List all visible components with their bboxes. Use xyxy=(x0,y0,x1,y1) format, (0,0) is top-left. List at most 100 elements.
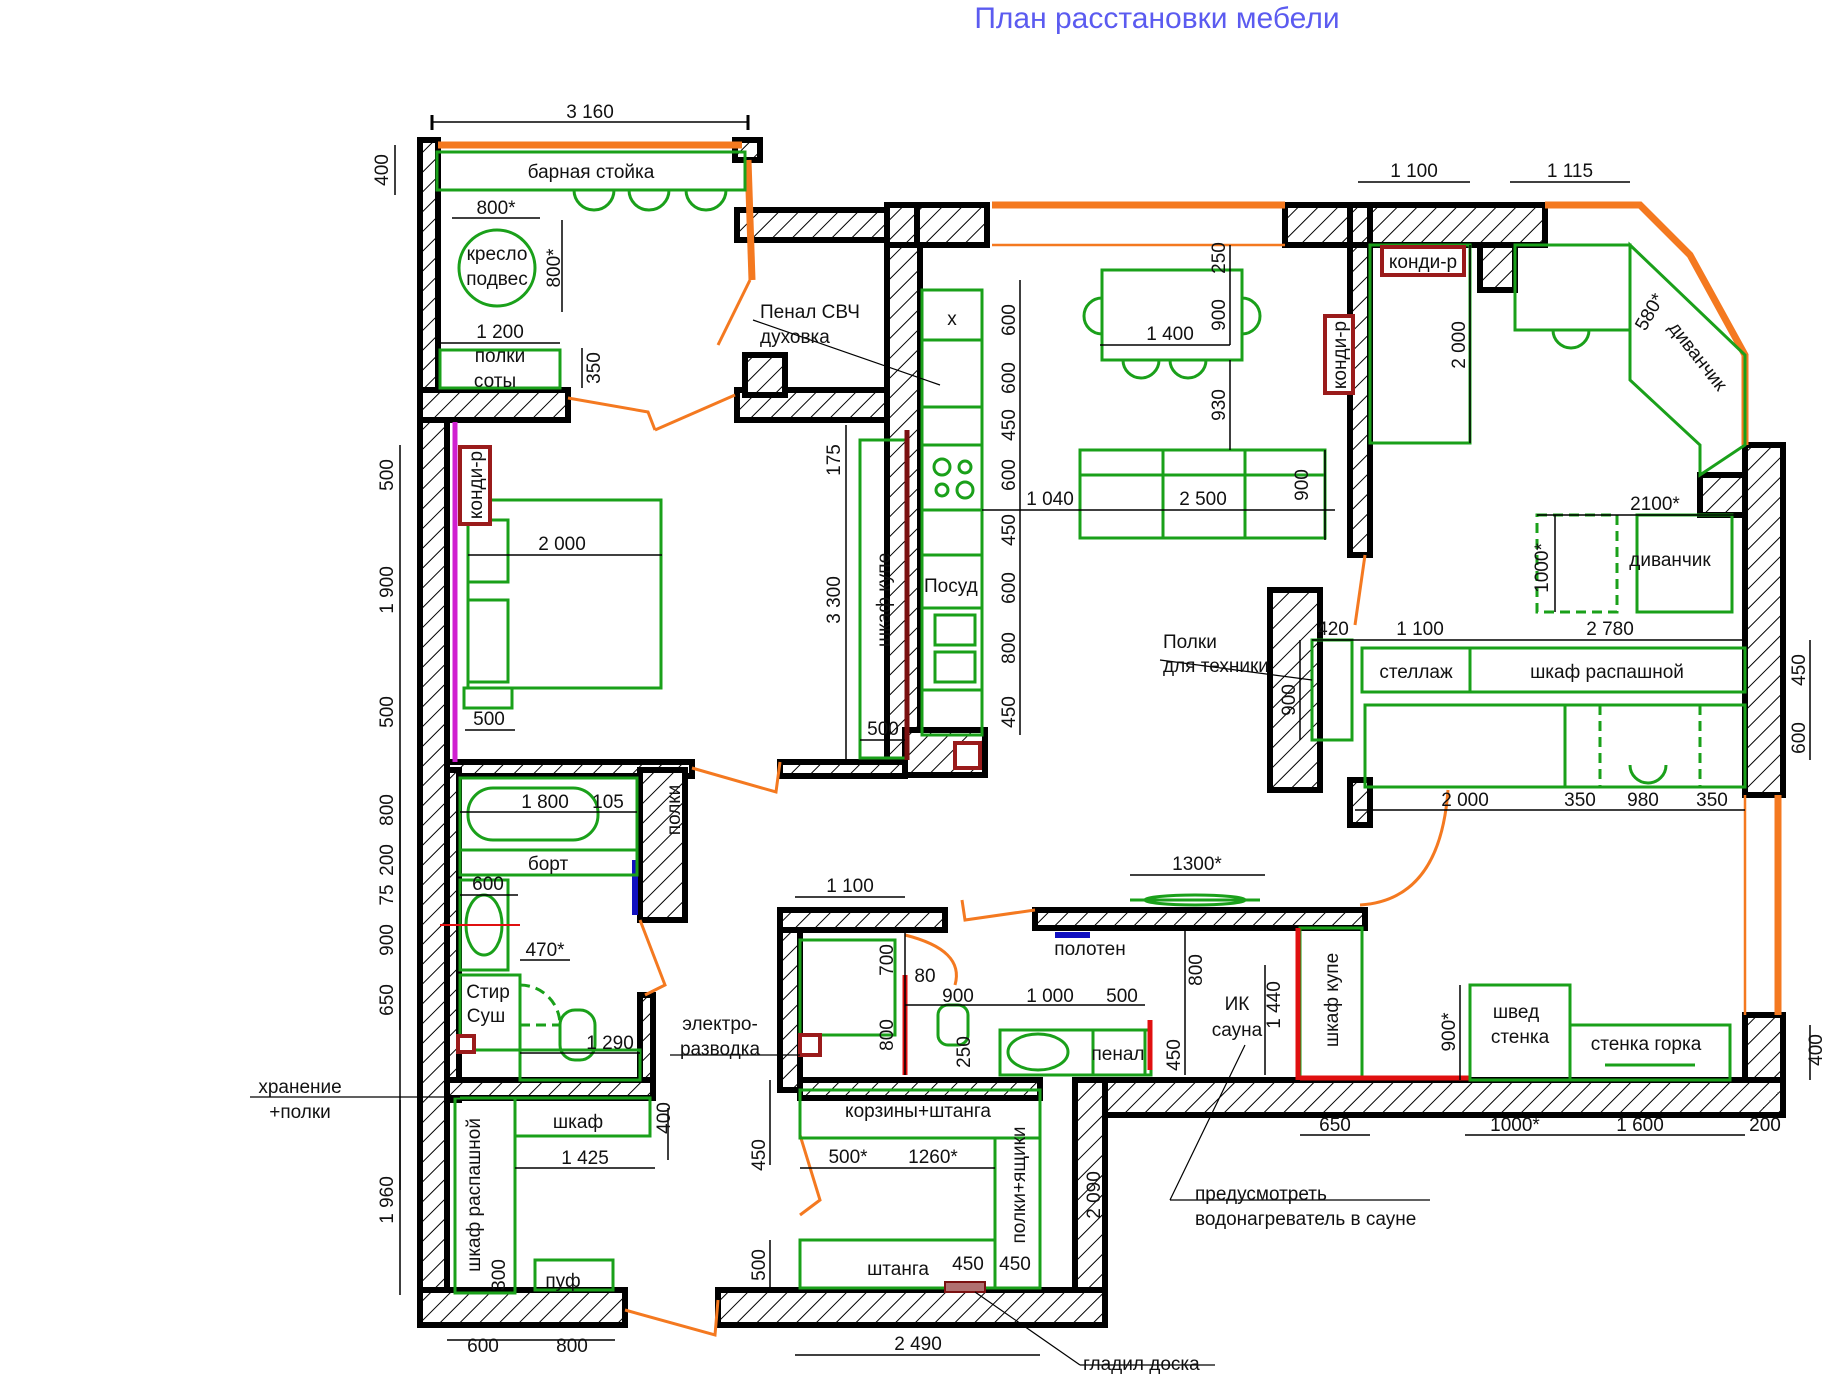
bar-counter xyxy=(435,150,747,192)
dimension-label: 600 xyxy=(1789,722,1810,754)
dimension-label: 800 xyxy=(999,632,1020,664)
dimension-label: 1 100 xyxy=(1390,161,1438,182)
dimension-label: 1 000 xyxy=(1026,986,1074,1007)
dimension-label: 1 400 xyxy=(1146,324,1194,345)
dimension-label: 420 xyxy=(1317,619,1349,640)
dimension-label: 600 xyxy=(999,572,1020,604)
wall-kitchen-top xyxy=(914,202,990,248)
dimension-label: 3 160 xyxy=(566,102,614,123)
baskets xyxy=(798,1088,1042,1140)
dimension-label: 900* xyxy=(1439,1012,1460,1052)
wall-corridor-top xyxy=(777,759,908,779)
dimension-label: 500 xyxy=(473,709,505,730)
dimension-label: 350 xyxy=(584,352,605,384)
sink-counter xyxy=(998,1028,1147,1077)
dimension-label: 1 100 xyxy=(1396,619,1444,640)
dimension-label: 2 000 xyxy=(538,534,586,555)
dimension-label: 600 xyxy=(467,1336,499,1357)
label-cond-bedroom: конди-р xyxy=(466,451,487,519)
label-wiring-2: разводка xyxy=(680,1039,760,1060)
label-bar: барная стойка xyxy=(528,162,655,183)
dimension-label: 900 xyxy=(377,924,398,956)
label-armchair-2: подвес xyxy=(466,269,527,290)
label-dishes: Посуд xyxy=(924,576,978,597)
bar-stool xyxy=(627,189,671,212)
wall-hall-top xyxy=(734,207,890,243)
dimension-labels: 3 160 400 800* 800* 1 200 350 500 1 900 … xyxy=(372,102,1827,1357)
wall-bath-bottom xyxy=(444,1077,656,1101)
label-shelves-tech-1: Полки xyxy=(1163,632,1217,653)
wall-kitchen-left xyxy=(884,202,923,778)
bar-stool xyxy=(572,189,616,212)
label-sauna-1: ИК xyxy=(1225,994,1250,1015)
dimension-label: 2 500 xyxy=(1179,489,1227,510)
dimension-label: 2 490 xyxy=(894,1334,942,1355)
dimension-label: 175 xyxy=(824,444,845,476)
wall-bath-right-top xyxy=(637,767,688,923)
label-towel: полотен xyxy=(1054,939,1125,960)
dimension-label: 900 xyxy=(1292,469,1313,501)
label-swedish-2: стенка xyxy=(1491,1027,1550,1048)
wall-hall-stub xyxy=(742,352,788,398)
svg-text:x: x xyxy=(947,309,957,330)
dimension-label: 600 xyxy=(472,874,504,895)
dimension-label: 350 xyxy=(1696,790,1728,811)
nightstand xyxy=(462,686,514,710)
label-heater-1: предусмотреть xyxy=(1195,1184,1327,1205)
dimension-label: 1 440 xyxy=(1264,981,1285,1029)
dimension-label: 800 xyxy=(877,1019,898,1051)
dimension-label: 1260* xyxy=(908,1147,958,1168)
label-sofa-small2: диванчик xyxy=(1629,550,1711,571)
label-shelves-1: полки xyxy=(475,346,525,367)
dimension-label: 500 xyxy=(377,696,398,728)
dimension-label: 1000* xyxy=(1532,543,1553,593)
dimension-label: 800* xyxy=(544,248,565,288)
dimension-label: 900 xyxy=(1279,684,1300,716)
wall-bedroom-top-left xyxy=(417,387,571,423)
label-shelves-tech-2: для техники xyxy=(1163,656,1269,677)
dimension-lines xyxy=(250,115,1811,1366)
label-heater-2: водонагреватель в сауне xyxy=(1195,1209,1416,1230)
dimension-label: 2 000 xyxy=(1441,790,1489,811)
label-bath-shelves: полки xyxy=(664,785,685,835)
wall-sauna-top xyxy=(1032,907,1368,931)
shelves-honeycomb xyxy=(438,348,562,390)
label-sauna-2: сауна xyxy=(1212,1020,1263,1041)
dimension-label: 450 xyxy=(999,514,1020,546)
dimension-label: 800 xyxy=(1186,954,1207,986)
dimension-label: 1 100 xyxy=(826,876,874,897)
label-swedish-1: швед xyxy=(1493,1002,1539,1023)
dimension-label: 580* xyxy=(1631,290,1669,335)
label-rack: стеллаж xyxy=(1379,662,1453,683)
dimension-label: 2 090 xyxy=(1084,1171,1105,1219)
dimension-label: 650 xyxy=(377,984,398,1016)
dimension-label: 2100* xyxy=(1630,494,1680,515)
label-wardrobe-kupe: шкаф купе xyxy=(874,553,895,647)
label-wardrobe-swing2: шкаф распашной xyxy=(464,1118,485,1272)
dimension-label: 1 960 xyxy=(377,1176,398,1224)
dimension-label: 930 xyxy=(1209,389,1230,421)
dimension-label: 1 200 xyxy=(476,322,524,343)
rod xyxy=(798,1238,997,1290)
riser-bath xyxy=(456,1034,476,1054)
dimension-label: 80 xyxy=(914,966,935,987)
dimension-label: 800 xyxy=(556,1336,588,1357)
wall-bottom-center xyxy=(715,1287,1108,1328)
wall-room-stub xyxy=(1477,242,1518,293)
dimension-label: 400 xyxy=(654,1102,675,1134)
dimension-label: 600 xyxy=(999,362,1020,394)
desk2 xyxy=(1563,703,1747,789)
bath-rim xyxy=(458,848,639,877)
label-bath-rim: борт xyxy=(528,854,569,875)
wall-right-upper xyxy=(1742,442,1786,798)
cond-room xyxy=(1380,245,1466,277)
dimension-label: 470* xyxy=(525,940,565,961)
dimension-label: 700 xyxy=(877,944,898,976)
dimension-label: 1 425 xyxy=(561,1148,609,1169)
dimension-label: 500 xyxy=(377,459,398,491)
corner-sofa xyxy=(1628,241,1747,478)
riser xyxy=(953,741,982,770)
dimension-label: 900 xyxy=(1209,299,1230,331)
label-cond-living: конди-р xyxy=(1330,321,1351,389)
label-wardrobe-swing: шкаф распашной xyxy=(1530,662,1684,683)
